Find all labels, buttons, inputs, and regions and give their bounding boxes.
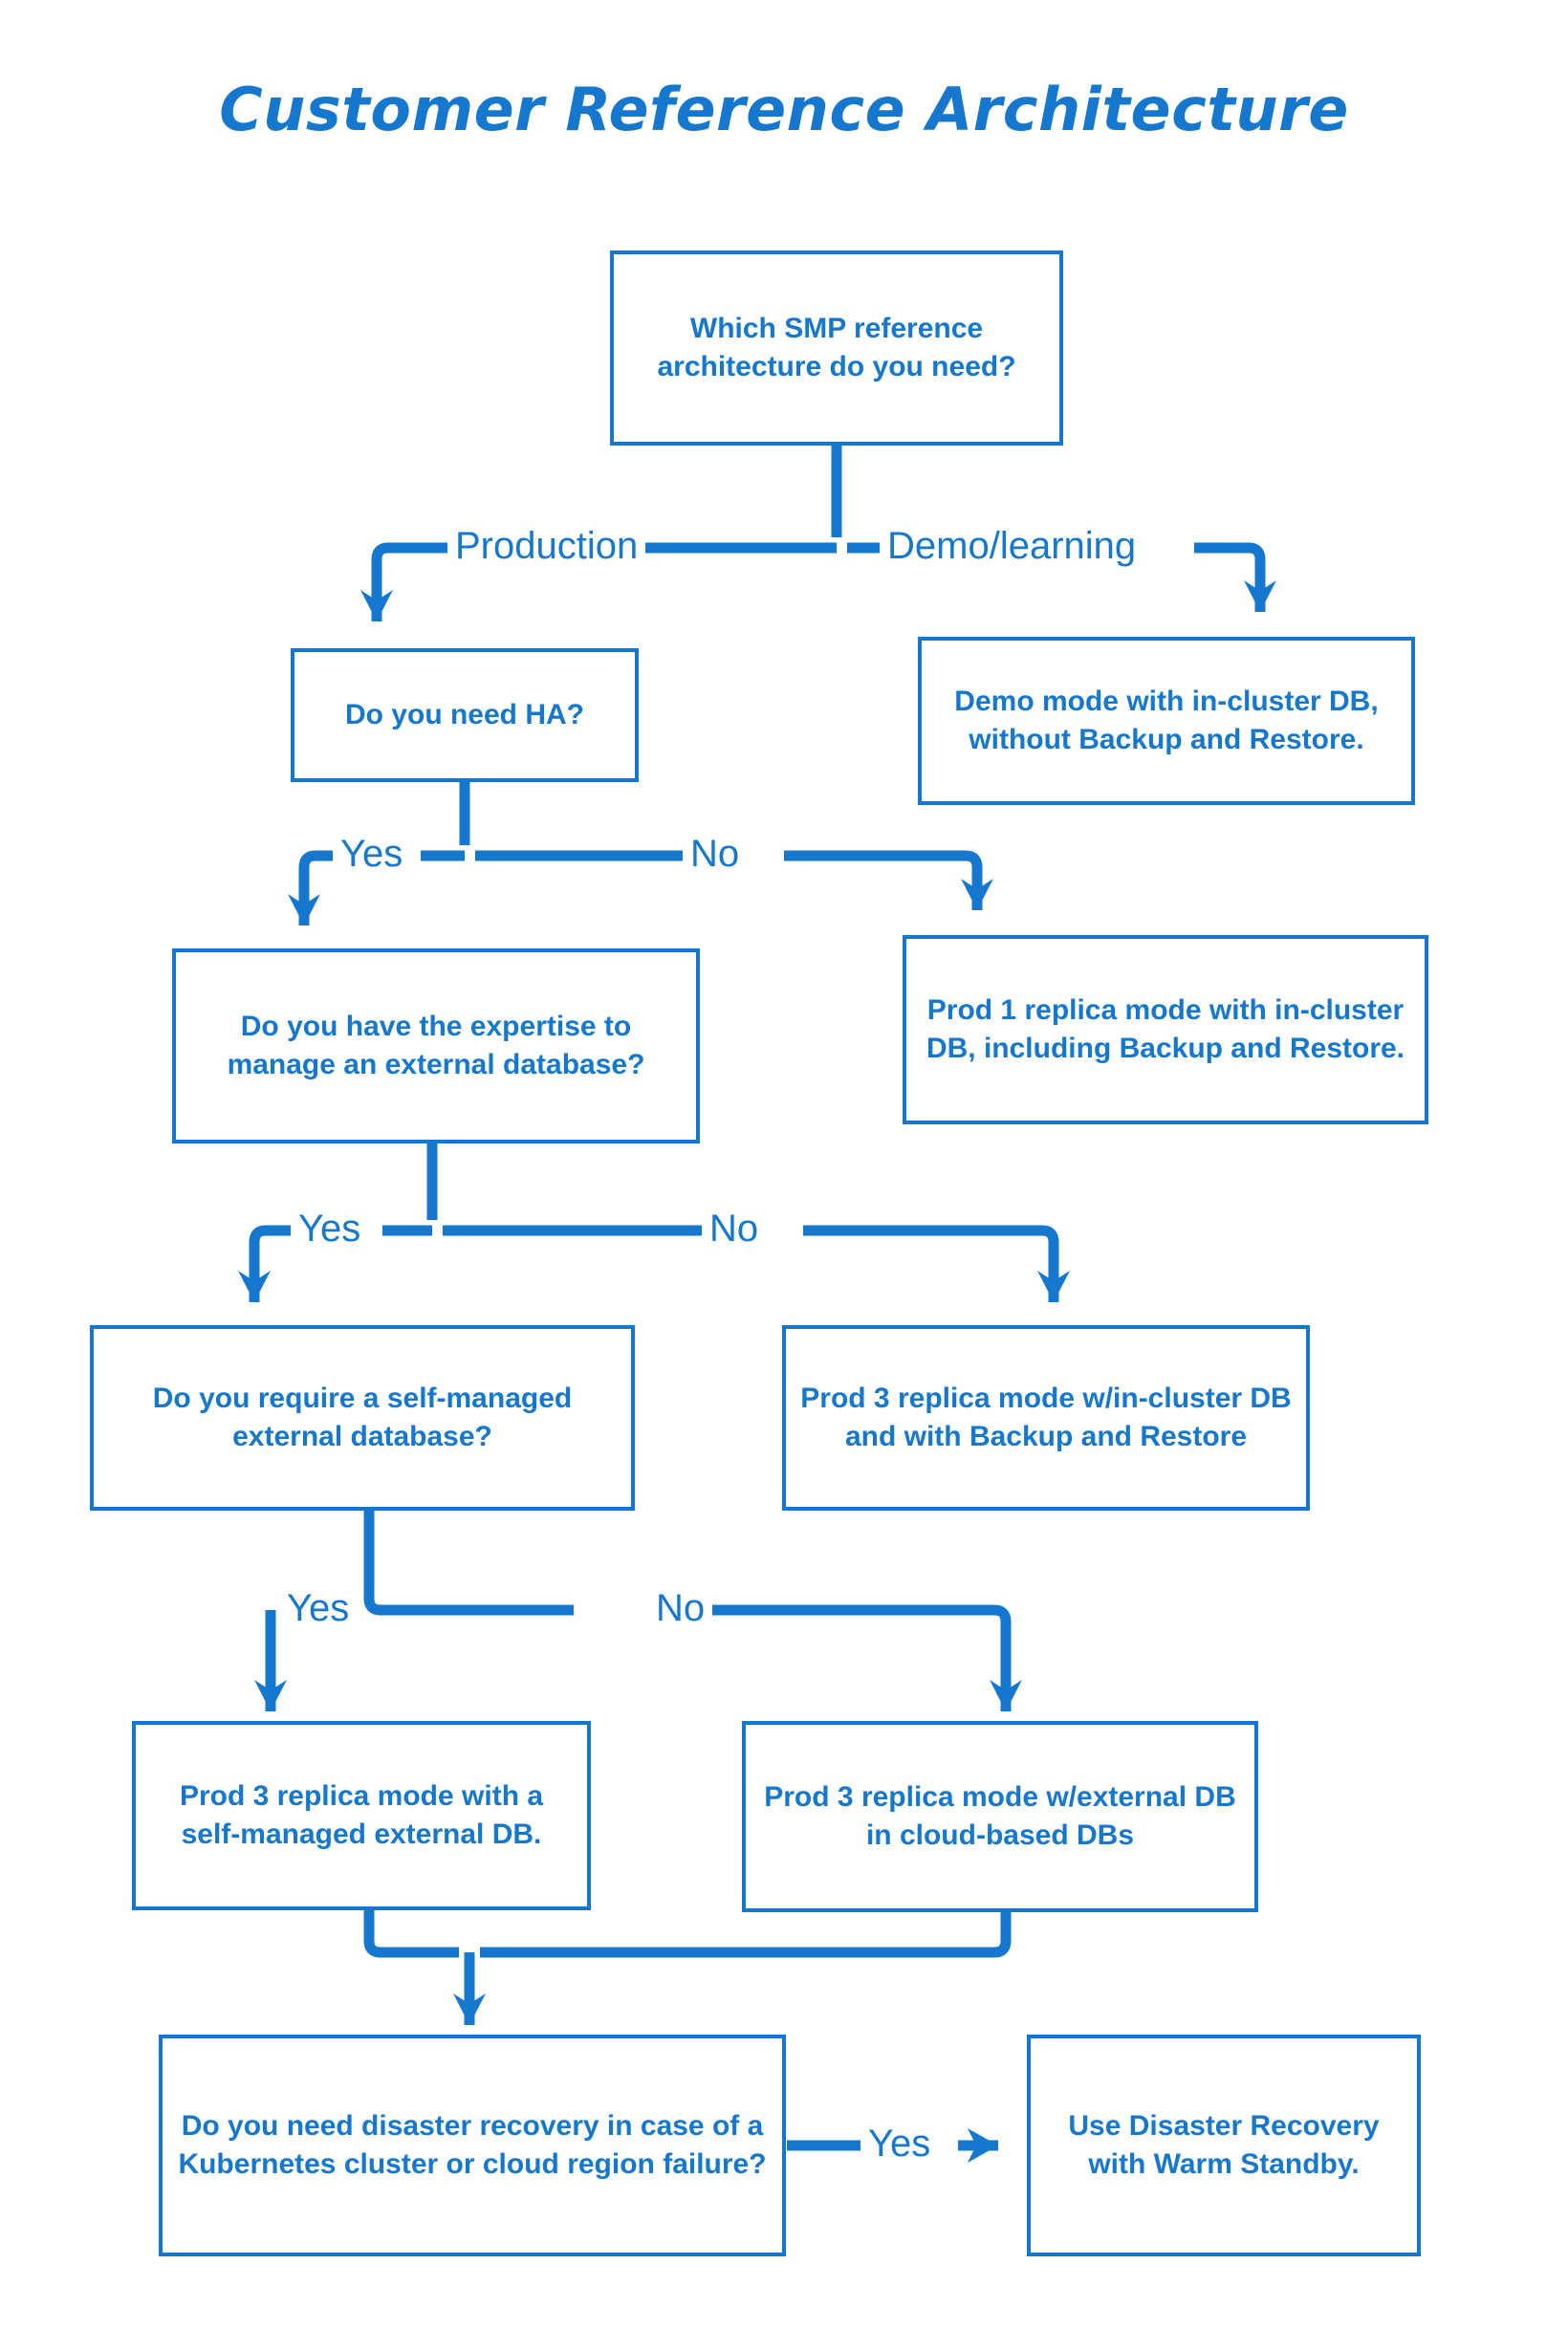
node-demo-mode[interactable]: Demo mode with in-cluster DB, without Ba…: [918, 637, 1415, 805]
edge-label-production: Production: [447, 527, 646, 565]
edge-label-dr-yes: Yes: [860, 2124, 939, 2163]
node-prod3-self[interactable]: Prod 3 replica mode with a self-managed …: [132, 1721, 591, 1910]
node-prod3-self-label: Prod 3 replica mode with a self-managed …: [179, 1780, 544, 1850]
edge-label-ha-yes: Yes: [333, 835, 411, 873]
page-title: Customer Reference Architecture: [219, 75, 1349, 144]
edge-label-expertise-no: No: [702, 1209, 767, 1248]
node-prod1[interactable]: Prod 1 replica mode with in-cluster DB, …: [903, 935, 1428, 1124]
node-self-managed[interactable]: Do you require a self-managed external d…: [90, 1325, 635, 1511]
node-warm-standby[interactable]: Use Disaster Recovery with Warm Standby.: [1027, 2035, 1421, 2256]
node-start-label: Which SMP reference architecture do you …: [657, 313, 1016, 382]
edge-label-ha-no: No: [683, 835, 748, 873]
edge-label-expertise-yes: Yes: [291, 1209, 369, 1248]
edge-label-self-managed-no: No: [648, 1589, 713, 1627]
edge-demo-drop: [1194, 542, 1276, 612]
edge-expertise-no-drop: [803, 1225, 1070, 1302]
node-expertise[interactable]: Do you have the expertise to manage an e…: [172, 948, 700, 1143]
node-warm-standby-label: Use Disaster Recovery with Warm Standby.: [1068, 2110, 1380, 2180]
node-prod1-label: Prod 1 replica mode with in-cluster DB, …: [926, 994, 1405, 1064]
node-need-ha-label: Do you need HA?: [344, 699, 584, 731]
node-disaster-recovery[interactable]: Do you need disaster recovery in case of…: [159, 2035, 786, 2256]
edge-label-self-managed-yes: Yes: [279, 1589, 358, 1627]
node-need-ha[interactable]: Do you need HA?: [291, 648, 639, 782]
node-demo-mode-label: Demo mode with in-cluster DB, without Ba…: [954, 686, 1379, 755]
edge-label-demo-learning: Demo/learning: [880, 527, 1144, 565]
edge-selfmanaged-stem: [363, 1511, 574, 1616]
node-prod3-cloud-label: Prod 3 replica mode w/external DB in clo…: [764, 1781, 1236, 1851]
edge-prod3self-merge: [363, 1910, 459, 1958]
node-prod3-incluster[interactable]: Prod 3 replica mode w/in-cluster DB and …: [782, 1325, 1310, 1511]
node-expertise-label: Do you have the expertise to manage an e…: [227, 1011, 645, 1080]
node-start[interactable]: Which SMP reference architecture do you …: [610, 250, 1063, 446]
node-prod3-cloud[interactable]: Prod 3 replica mode w/external DB in clo…: [742, 1721, 1258, 1912]
edge-ha-no-drop: [784, 850, 993, 910]
edge-production-drop: [360, 542, 457, 621]
node-prod3-incluster-label: Prod 3 replica mode w/in-cluster DB and …: [800, 1383, 1292, 1452]
edge-prod3cloud-merge: [480, 1912, 1012, 1958]
node-self-managed-label: Do you require a self-managed external d…: [152, 1383, 573, 1452]
node-disaster-recovery-label: Do you need disaster recovery in case of…: [178, 2110, 767, 2180]
